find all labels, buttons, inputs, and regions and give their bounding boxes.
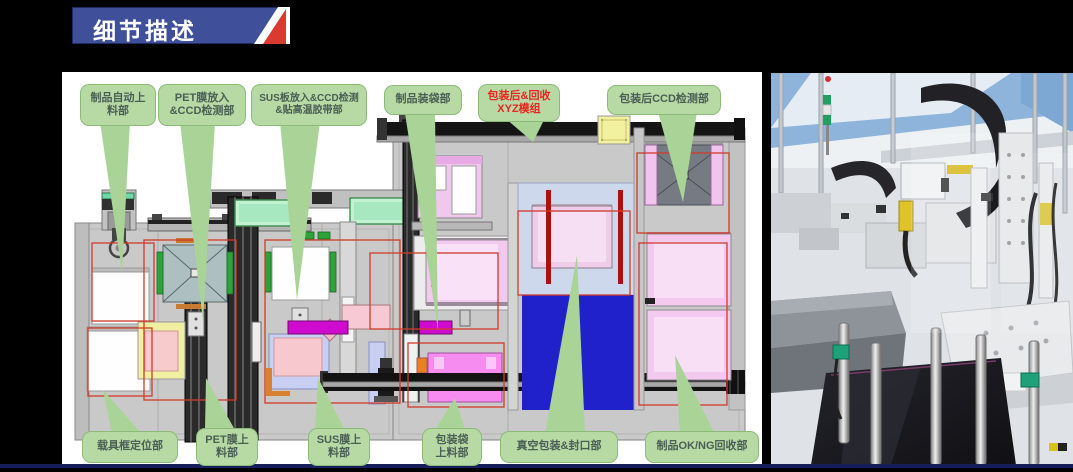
callout-post-pack-xyz-module: 包装后&回收 XYZ模组 [478,84,560,122]
banner-triangle-decoration [254,7,290,44]
station-vacuum-packing [507,182,635,411]
callout-ok-ng-recycle: 制品OK/NG回收部 [645,431,759,463]
machine-layout-panel: 制品自动上 料部 PET膜放入 &CCD检测部 SUS板放入&CCD检测 &贴高… [62,72,762,466]
photo-tables [771,291,1073,465]
photo-machinery [771,83,1059,324]
callout-post-pack-ccd: 包装后CCD检测部 [607,85,721,115]
slide-title-banner: 细节描述 [72,7,290,44]
callout-sus-board-ccd-tape: SUS板放入&CCD检测 &贴高温胶带部 [251,84,367,126]
bottom-accent-bar [0,464,1073,468]
callout-product-bagging: 制品装袋部 [384,85,462,115]
callout-carrier-frame-positioning: 载具框定位部 [82,431,178,463]
callout-sus-film-loading: SUS膜上 料部 [308,428,370,466]
callout-bag-loading: 包装袋 上料部 [422,428,482,466]
machine-photo-panel [771,73,1073,465]
callout-vacuum-pack-sealing: 真空包装&封口部 [500,431,618,463]
callout-product-auto-loading: 制品自动上 料部 [80,84,156,126]
page-title: 细节描述 [93,18,197,44]
callout-pet-film-ccd: PET膜放入 &CCD检测部 [158,84,246,126]
callout-pet-film-loading: PET膜上 料部 [196,428,258,466]
machine-photo [771,73,1073,465]
machine-layout-diagram [74,115,746,443]
station-ok-ng-recycle [633,127,732,411]
